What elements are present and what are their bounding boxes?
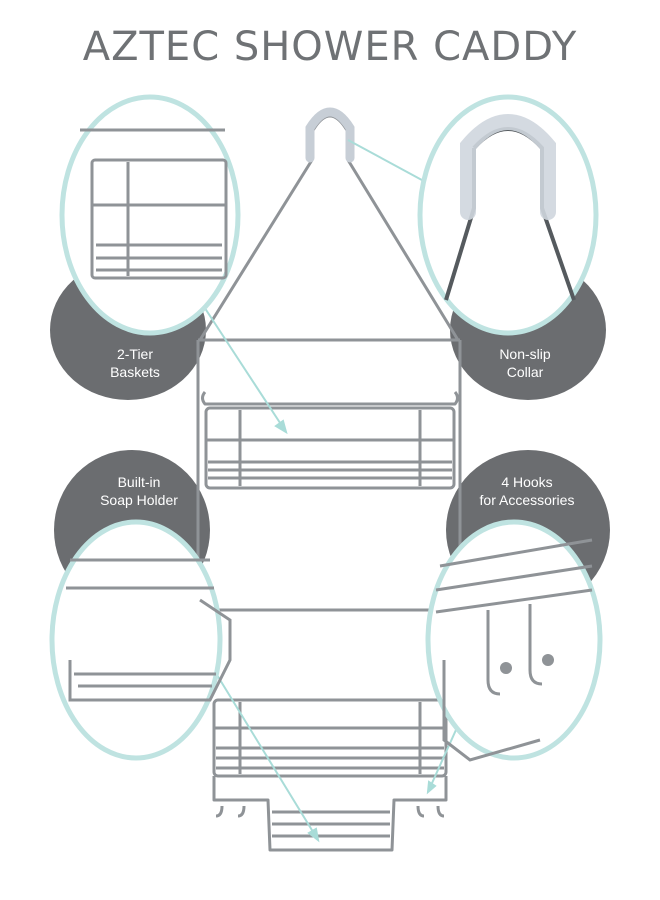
detail-lens-top-left	[59, 94, 241, 336]
callout-line2: Soap Holder	[100, 492, 178, 508]
callout-line1: 2-Tier	[116, 346, 154, 362]
callout-line2: Baskets	[110, 364, 160, 380]
callout-line1: Built-in	[117, 474, 161, 490]
detail-lens-top-right	[417, 94, 599, 336]
detail-lens-bottom-left	[49, 519, 232, 761]
callout-line2: Collar	[506, 364, 544, 380]
callout-2-tier-baskets: 2-Tier Baskets	[92, 345, 178, 381]
callout-line1: 4 Hooks	[501, 474, 553, 490]
callout-line2: for Accessories	[479, 492, 575, 508]
collar-shape	[305, 107, 355, 163]
detail-lens-bottom-right	[425, 519, 603, 762]
callout-non-slip-collar: Non-slip Collar	[482, 345, 568, 381]
product-title: AZTEC SHOWER CADDY	[82, 24, 578, 70]
callout-line1: Non-slip	[499, 346, 551, 362]
callout-built-in-soap-holder: Built-in Soap Holder	[84, 473, 194, 509]
callout-4-hooks: 4 Hooks for Accessories	[462, 473, 592, 509]
